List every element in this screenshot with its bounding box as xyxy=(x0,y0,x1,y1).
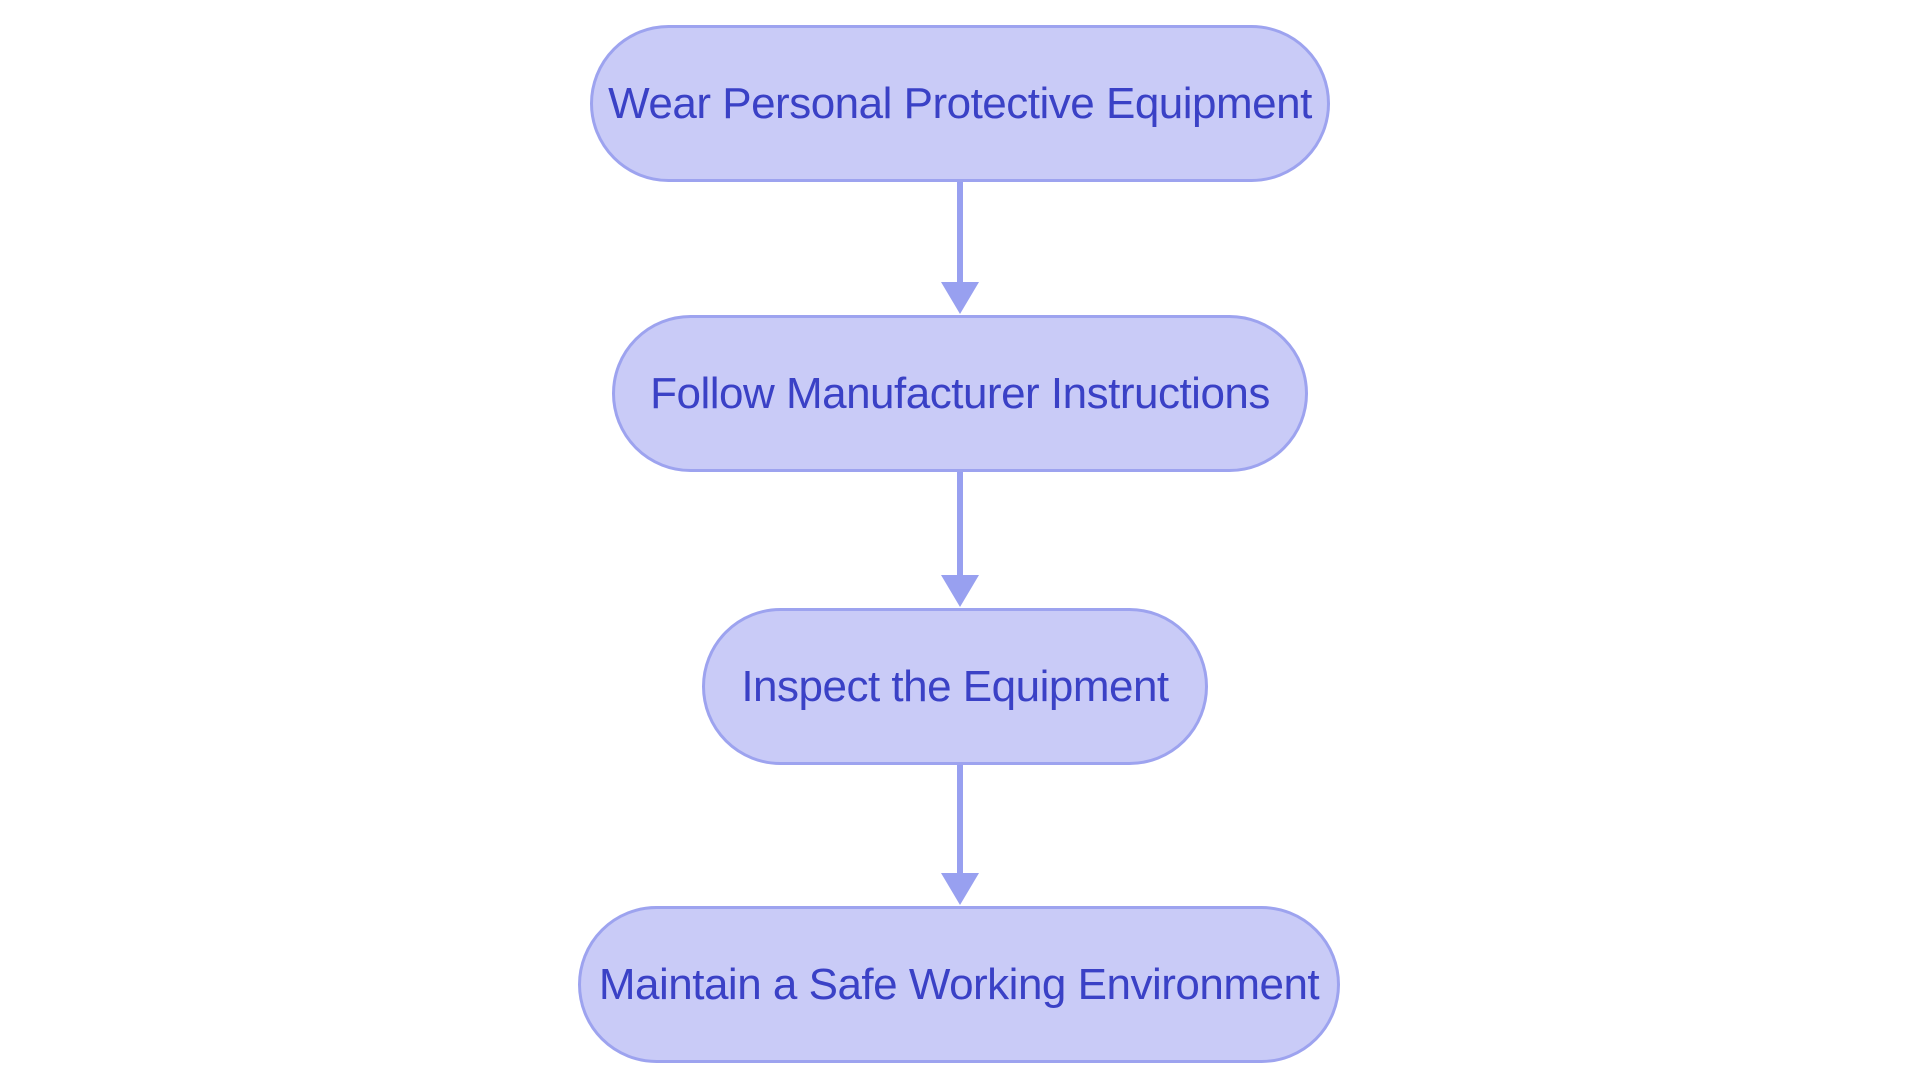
node-label: Maintain a Safe Working Environment xyxy=(598,959,1320,1009)
arrow-down-connector-1 xyxy=(957,182,963,283)
flow-node-safe-environment: Maintain a Safe Working Environment xyxy=(578,906,1340,1063)
flow-node-wear-ppe: Wear Personal Protective Equipment xyxy=(590,25,1330,182)
node-label: Inspect the Equipment xyxy=(741,661,1169,711)
arrow-down-connector-2 xyxy=(957,472,963,576)
node-label: Follow Manufacturer Instructions xyxy=(650,368,1270,418)
flow-node-inspect-equipment: Inspect the Equipment xyxy=(702,608,1208,765)
node-label: Wear Personal Protective Equipment xyxy=(608,78,1312,128)
arrow-down-connector-3 xyxy=(957,765,963,874)
flow-node-follow-instructions: Follow Manufacturer Instructions xyxy=(612,315,1308,472)
